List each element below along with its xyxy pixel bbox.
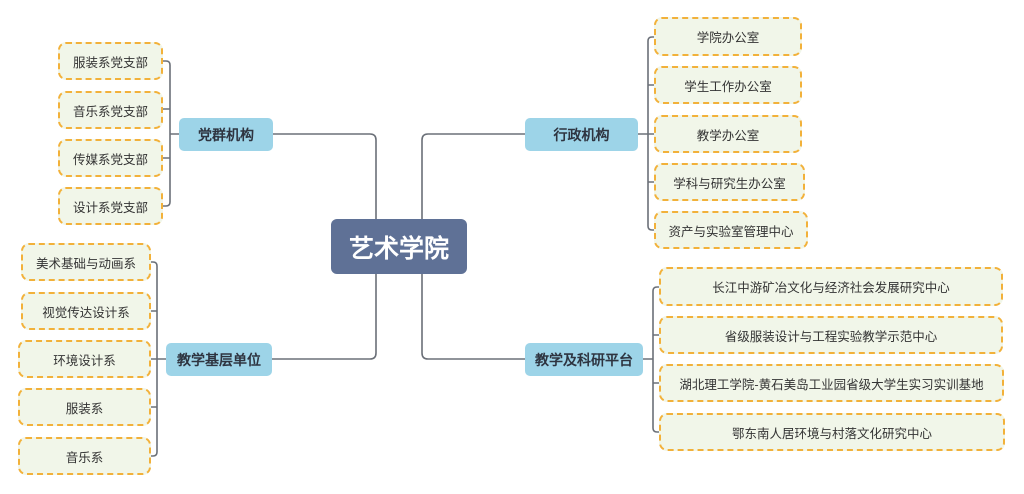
leaf-node[interactable]: 资产与实验室管理中心 xyxy=(654,211,808,249)
leaf-node-label: 教学办公室 xyxy=(696,127,760,143)
leaf-node-label: 学生工作办公室 xyxy=(684,78,772,94)
link-root-platforms xyxy=(421,274,525,360)
leaf-node-label: 设计系党支部 xyxy=(72,199,148,215)
leaf-node[interactable]: 学院办公室 xyxy=(654,17,802,56)
leaf-node[interactable]: 美术基础与动画系 xyxy=(21,243,151,281)
link-root-party xyxy=(273,133,377,219)
leaf-node[interactable]: 教学办公室 xyxy=(654,115,802,153)
leaf-node-label: 音乐系 xyxy=(65,449,104,465)
leaf-node[interactable]: 省级服装设计与工程实验教学示范中心 xyxy=(659,316,1003,354)
leaf-node[interactable]: 视觉传达设计系 xyxy=(21,292,151,330)
leaf-node[interactable]: 服装系党支部 xyxy=(58,42,163,80)
branch-administration[interactable]: 行政机构 xyxy=(525,118,638,151)
leaf-node[interactable]: 湖北理工学院-黄石美岛工业园省级大学生实习实训基地 xyxy=(659,364,1004,402)
leaf-node-label: 湖北理工学院-黄石美岛工业园省级大学生实习实训基地 xyxy=(679,376,984,392)
leaf-node-label: 省级服装设计与工程实验教学示范中心 xyxy=(724,328,938,344)
leaf-node-label: 服装系 xyxy=(65,400,104,416)
bracket-party xyxy=(163,60,179,207)
leaf-node-label: 学科与研究生办公室 xyxy=(673,175,786,191)
leaf-node[interactable]: 服装系 xyxy=(18,388,151,426)
leaf-node[interactable]: 音乐系党支部 xyxy=(58,91,163,129)
leaf-node[interactable]: 学科与研究生办公室 xyxy=(654,163,805,201)
branch-administration-label: 行政机构 xyxy=(553,127,610,144)
leaf-node-label: 视觉传达设计系 xyxy=(42,304,130,320)
leaf-node[interactable]: 环境设计系 xyxy=(18,340,151,378)
leaf-node[interactable]: 传媒系党支部 xyxy=(58,139,163,177)
branch-teaching-units[interactable]: 教学基层单位 xyxy=(166,343,272,376)
link-root-admin xyxy=(421,133,525,219)
leaf-node-label: 鄂东南人居环境与村落文化研究中心 xyxy=(731,425,932,441)
leaf-node[interactable]: 长江中游矿冶文化与经济社会发展研究中心 xyxy=(659,267,1003,306)
leaf-node-label: 美术基础与动画系 xyxy=(35,255,136,271)
leaf-node-label: 环境设计系 xyxy=(53,352,116,368)
leaf-node-label: 长江中游矿冶文化与经济社会发展研究中心 xyxy=(712,280,950,295)
bracket-teaching-units xyxy=(151,261,166,457)
leaf-node-label: 音乐系党支部 xyxy=(72,103,148,119)
branch-party-organizations[interactable]: 党群机构 xyxy=(179,118,273,151)
root-node[interactable]: 艺术学院 xyxy=(331,219,467,274)
root-node-label: 艺术学院 xyxy=(348,233,449,263)
branch-teaching-units-label: 教学基层单位 xyxy=(177,352,261,369)
leaf-node-label: 服装系党支部 xyxy=(72,54,148,70)
branch-party-organizations-label: 党群机构 xyxy=(198,127,254,144)
leaf-node[interactable]: 学生工作办公室 xyxy=(654,66,802,104)
branch-teaching-research-platforms[interactable]: 教学及科研平台 xyxy=(525,343,643,376)
leaf-node[interactable]: 音乐系 xyxy=(18,437,151,475)
link-root-teaching-units xyxy=(272,274,377,360)
leaf-node-label: 资产与实验室管理中心 xyxy=(668,223,794,239)
leaf-node[interactable]: 鄂东南人居环境与村落文化研究中心 xyxy=(659,413,1005,451)
branch-teaching-research-platforms-label: 教学及科研平台 xyxy=(535,352,633,369)
bracket-platforms xyxy=(643,286,665,433)
leaf-node-label: 传媒系党支部 xyxy=(72,151,148,167)
leaf-node-label: 学院办公室 xyxy=(696,30,760,45)
leaf-node[interactable]: 设计系党支部 xyxy=(58,187,163,225)
